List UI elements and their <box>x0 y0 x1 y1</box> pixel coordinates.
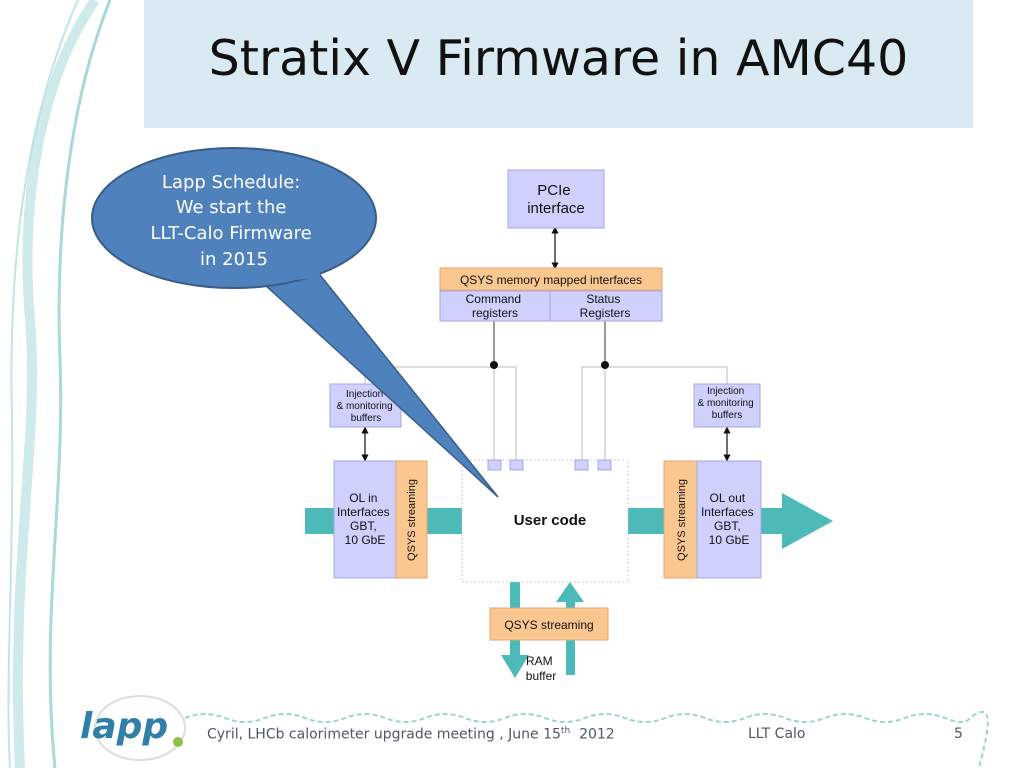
command-registers-block <box>439 290 551 322</box>
bus-drops <box>493 320 606 365</box>
decorative-swirl <box>7 0 112 768</box>
qsys-streaming-bottom <box>489 607 609 641</box>
page-number: 5 <box>954 726 963 742</box>
command-registers-label: Command registers <box>466 292 525 320</box>
qsys-streaming-out <box>663 460 698 579</box>
footer-author: Cyril, LHCb calorimeter upgrade meeting … <box>207 726 615 743</box>
pcie-block <box>507 169 605 229</box>
status-registers-label: Status Registers <box>580 292 631 320</box>
ol-in-block <box>333 460 397 579</box>
title-banner <box>144 0 973 128</box>
qsys-streaming-in <box>395 460 428 579</box>
callout-bubble <box>91 147 377 289</box>
status-registers-block <box>549 290 663 322</box>
qsys-streaming-out-label: QSYS streaming <box>676 479 688 561</box>
qsys-mm-label: QSYS memory mapped interfaces <box>460 273 642 287</box>
ol-out-block <box>696 460 762 579</box>
ol-in-label: OL in Interfaces GBT, 10 GbE <box>337 491 393 547</box>
svg-text:lapp: lapp <box>80 706 168 747</box>
stream-arrows <box>305 493 833 678</box>
qsys-mm-block <box>439 267 663 291</box>
qsys-streaming-bottom-label: QSYS streaming <box>504 618 593 632</box>
junction-dot-right <box>601 361 609 369</box>
user-code-block <box>461 459 629 583</box>
pcie-label: PCIe interface <box>527 182 585 217</box>
injection-right-label: Injection & monitoring buffers <box>698 386 757 421</box>
callout-text: Lapp Schedule: We start the LLT-Calo Fir… <box>151 172 318 270</box>
page-title: Stratix V Firmware in AMC40 <box>208 30 909 87</box>
injection-buffer-right <box>693 383 761 428</box>
injection-left-label: Injection & monitoring buffers <box>337 389 396 424</box>
callout-joint <box>261 273 321 284</box>
lapp-logo: lapp <box>80 695 186 761</box>
junction-dot-left <box>490 361 498 369</box>
user-code-label: User code <box>514 512 587 529</box>
qsys-streaming-in-label: QSYS streaming <box>406 479 418 561</box>
footer-topic: LLT Calo <box>748 726 806 742</box>
ol-out-label: OL out Interfaces GBT, 10 GbE <box>701 491 757 547</box>
user-code-ports <box>487 459 612 471</box>
footer-wave <box>184 711 989 768</box>
ram-buffer-label: RAM buffer <box>526 654 556 683</box>
